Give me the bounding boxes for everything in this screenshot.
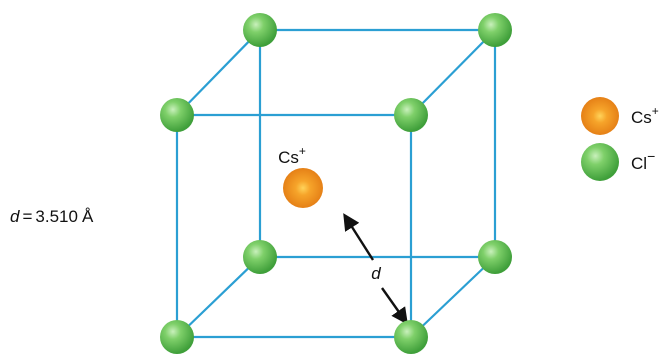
arrow-label-d: d <box>371 264 381 283</box>
bottom-left-depth-edge <box>176 256 261 338</box>
chloride-ion-back-top-right <box>478 13 512 47</box>
legend-cesium-swatch <box>581 97 619 135</box>
chloride-ion-back-bottom-right <box>478 240 512 274</box>
chloride-ion-front-bottom-left <box>160 320 194 354</box>
center-ion-symbol: Cs <box>278 148 299 167</box>
chloride-ion-back-top-left <box>243 13 277 47</box>
distance-unit: Å <box>82 207 94 226</box>
distance-arrow <box>343 213 375 261</box>
chloride-ion-back-bottom-left <box>243 240 277 274</box>
legend: Cs+ Cl− <box>581 97 659 181</box>
top-right-depth-edge <box>410 29 496 116</box>
center-ion-charge: + <box>299 144 306 158</box>
top-left-depth-edge <box>176 29 261 116</box>
distance-variable: d <box>10 207 20 226</box>
legend-cesium-charge: + <box>652 104 659 118</box>
chloride-ion-front-top-right <box>394 98 428 132</box>
distance-arrow-lower <box>381 287 408 325</box>
legend-cesium-symbol: Cs <box>631 108 652 127</box>
chloride-ion-front-bottom-right <box>394 320 428 354</box>
cube-edges <box>175 28 497 339</box>
chloride-ion-front-top-left <box>160 98 194 132</box>
distance-value: 3.510 <box>35 207 78 226</box>
legend-chloride-symbol: Cl <box>631 154 647 173</box>
distance-equals: = <box>22 207 32 226</box>
legend-chloride-charge: − <box>647 148 655 164</box>
legend-chloride-label: Cl− <box>631 148 655 173</box>
legend-chloride-swatch <box>581 143 619 181</box>
bottom-right-depth-edge <box>410 256 496 338</box>
legend-cesium-label: Cs+ <box>631 104 659 127</box>
cesium-ion-center <box>283 168 323 208</box>
center-ion-label: Cs+ <box>278 144 306 167</box>
